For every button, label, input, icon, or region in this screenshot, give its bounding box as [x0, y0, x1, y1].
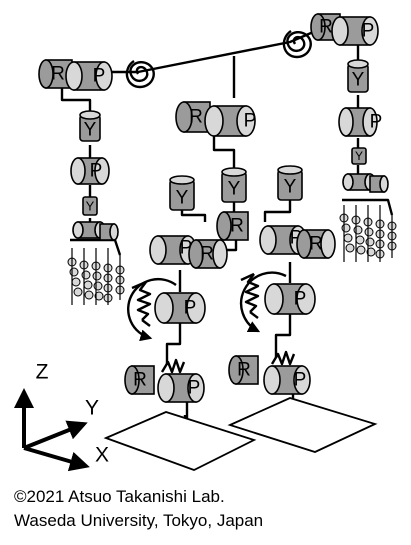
left-wrist-yaw-joint: Y — [82, 196, 98, 216]
left-shoulder-spring — [125, 60, 155, 89]
shoulder-bar — [112, 28, 319, 74]
coordinate-axes: Z Y X — [13, 361, 109, 472]
left-hip-yaw-joint: Y — [169, 175, 195, 211]
waist-pitch-label: P — [244, 111, 257, 132]
right-hip-roll-joint: R — [296, 229, 336, 259]
left-elbow-pitch-joint: P — [70, 157, 110, 185]
left-ankle-roll-label: R — [133, 370, 147, 391]
credit-line-2: Waseda University, Tokyo, Japan — [14, 511, 264, 530]
left-hip-yaw-label: Y — [176, 188, 189, 209]
left-shoulder-roll-joint: R — [38, 59, 73, 89]
z-axis-label: Z — [36, 361, 49, 384]
left-upper-yaw-label: Y — [84, 120, 97, 141]
left-knee-pitch-joint: P — [154, 292, 206, 324]
right-hip-yaw-joint: Y — [277, 165, 303, 201]
left-ankle-roll-joint: R — [124, 365, 155, 395]
x-axis-label: X — [95, 444, 109, 467]
left-shank — [165, 322, 182, 365]
left-hip-roll-label: R — [200, 244, 214, 265]
left-knee-spring — [126, 277, 177, 342]
right-shank — [274, 314, 292, 358]
right-wrist-yaw-joint: Y — [351, 147, 367, 165]
left-shoulder-roll-label: R — [51, 64, 65, 85]
right-shoulder-pitch-joint: P — [331, 16, 379, 46]
center-yaw-joint: Y — [221, 167, 247, 203]
left-hand — [67, 238, 125, 305]
right-wrist-yaw-label: Y — [355, 149, 363, 163]
left-ankle-pitch-label: P — [188, 378, 201, 399]
right-hip-roll-label: R — [309, 234, 323, 255]
right-ankle-roll-label: R — [237, 360, 251, 381]
right-knee-pitch-label: P — [294, 289, 307, 310]
right-hand — [339, 198, 397, 262]
credit-line-1: ©2021 Atsuo Takanishi Lab. — [14, 487, 225, 506]
y-axis-label: Y — [85, 397, 99, 420]
right-upper-yaw-joint: Y — [347, 59, 369, 93]
left-ankle-pitch-joint: P — [157, 373, 205, 403]
left-knee-pitch-label: P — [184, 298, 197, 319]
right-hip-yaw-label: Y — [284, 177, 297, 198]
center-roll-label: R — [230, 216, 244, 237]
center-roll-joint: R — [216, 211, 249, 241]
left-elbow-pitch-label: P — [90, 161, 103, 182]
right-upper-yaw-label: Y — [352, 70, 365, 91]
right-elbow-pitch-label: P — [370, 112, 383, 133]
left-foot — [103, 411, 257, 471]
left-upper-yaw-joint: Y — [79, 110, 101, 142]
waist-roll-label: R — [189, 107, 203, 128]
left-shoulder-pitch-joint: P — [65, 61, 113, 91]
right-shoulder-pitch-label: P — [362, 21, 375, 42]
center-yaw-label: Y — [228, 179, 241, 200]
right-wrist-joints — [342, 173, 389, 193]
right-elbow-pitch-joint: P — [338, 107, 383, 137]
waist-pitch-joint: P — [204, 105, 257, 137]
right-ankle-roll-joint: R — [228, 355, 259, 385]
joints: R P Y P Y — [38, 13, 389, 403]
robot-kinematic-diagram: R P Y P Y — [13, 13, 397, 472]
left-hip-roll-joint: R — [188, 239, 228, 269]
left-wrist-joints — [72, 221, 119, 241]
left-wrist-yaw-label: Y — [86, 199, 95, 214]
left-arm-link — [60, 88, 92, 115]
waist-link — [212, 135, 236, 178]
right-shoulder-spring — [282, 30, 312, 59]
right-shoulder-roll-label: R — [319, 17, 333, 38]
right-knee-spring — [239, 271, 287, 333]
right-knee-pitch-joint: P — [264, 283, 316, 315]
right-shoulder-roll-joint: R — [310, 13, 341, 41]
left-ankle-spring — [160, 358, 186, 374]
right-ankle-pitch-label: P — [294, 370, 307, 391]
right-ankle-pitch-joint: P — [263, 365, 311, 395]
right-ankle-spring — [270, 350, 296, 366]
right-foot — [227, 397, 378, 453]
left-shoulder-pitch-label: P — [93, 66, 106, 87]
